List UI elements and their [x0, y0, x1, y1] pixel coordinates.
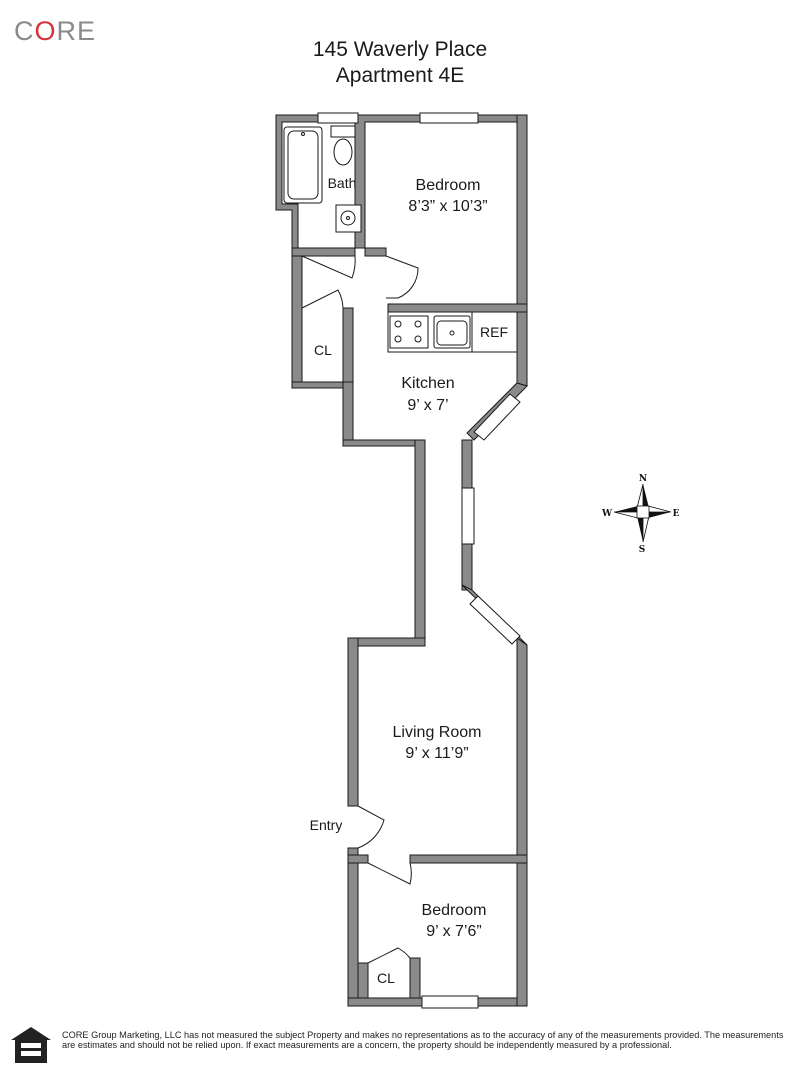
closet1-label: CL	[314, 342, 332, 358]
exterior-walls	[275, 114, 528, 1007]
compass-e: E	[673, 509, 680, 519]
closet2-label: CL	[377, 970, 395, 986]
stove-icon	[389, 315, 429, 349]
bedroom1-name: Bedroom	[416, 177, 481, 194]
bedroom2-dims: 9’ x 7’6”	[426, 923, 481, 940]
kitchen-dims: 9’ x 7’	[407, 397, 448, 414]
bedroom1-dims: 8’3” x 10’3”	[408, 198, 487, 215]
living-name: Living Room	[393, 724, 482, 741]
kitchen-fixtures	[387, 311, 518, 353]
entry-label: Entry	[310, 817, 343, 833]
equal-housing-opportunity-icon	[11, 1027, 51, 1063]
toilet-tank-icon	[330, 125, 356, 138]
living-dims: 9’ x 11’9”	[405, 745, 468, 762]
address-line: 145 Waverly Place	[312, 38, 488, 61]
bath-name: Bath	[328, 175, 357, 191]
refrigerator	[471, 311, 518, 353]
bedroom2-name: Bedroom	[422, 902, 487, 919]
core-logo: CORE	[14, 16, 97, 46]
door-swings	[301, 255, 419, 964]
legal-disclaimer: CORE Group Marketing, LLC has not measur…	[62, 1030, 784, 1051]
compass-w: W	[601, 509, 613, 519]
windows	[317, 112, 521, 1009]
compass-rose-icon: N S E W	[601, 474, 680, 555]
bath-fixtures	[283, 125, 362, 233]
ref-label: REF	[480, 324, 508, 340]
toilet-bowl-icon	[333, 138, 353, 166]
unit-line: Apartment 4E	[335, 64, 465, 87]
kitchen-name: Kitchen	[401, 375, 454, 392]
compass-s: S	[639, 545, 646, 555]
compass-n: N	[639, 474, 647, 484]
room-labels: Bedroom 8’3” x 10’3” Bath REF CL Kitchen…	[310, 175, 508, 986]
listing-title: 145 Waverly Place Apartment 4E	[0, 37, 800, 89]
